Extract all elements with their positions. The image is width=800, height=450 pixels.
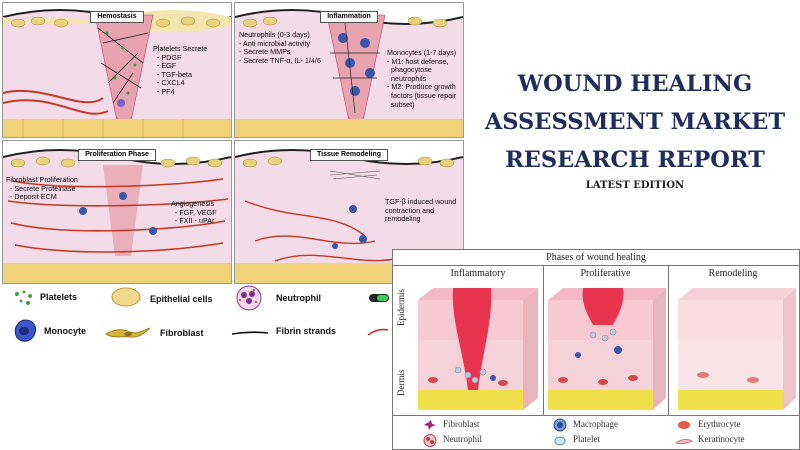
macrophage-legend-icon	[553, 418, 567, 432]
inflammation-text-right: Monocytes (1-7 days) - M1: host defense,…	[387, 48, 457, 109]
phases-figure: Phases of wound healing Inflammatory Pro…	[392, 249, 800, 450]
figure-legend-macrophage: Macrophage	[573, 419, 618, 429]
proliferation-illustration	[3, 141, 231, 283]
remodeling-text: TGF-β induced wound contraction and remo…	[385, 197, 457, 224]
figure-legend-erythrocyte: Erythrocyte	[698, 419, 741, 429]
report-title-line1: WOUND HEALING	[517, 71, 753, 97]
column-remodeling: Remodeling	[708, 268, 758, 279]
neutrophil-icon	[236, 285, 262, 311]
proliferation-text-left: Fibroblast Proliferation - Secrete Prote…	[6, 175, 78, 202]
legend-fibroblast: Fibroblast	[160, 328, 204, 338]
monocyte-icon	[14, 319, 37, 342]
legend-neutrophil: Neutrophil	[276, 293, 321, 303]
inflammation-panel: Inflammation Neutrophils (0-3 days) - An…	[234, 2, 464, 138]
figure-legend-fibroblast: Fibroblast	[443, 419, 480, 429]
report-title-line3: RESEARCH REPORT	[505, 147, 765, 173]
figure-legend-keratinocyte: Keratinocyte	[698, 434, 745, 444]
report-subtitle: LATEST EDITION	[585, 180, 685, 191]
proliferation-panel: Proliferation Phase Fibroblast Prolifera…	[2, 140, 232, 284]
platelets-icon	[15, 290, 32, 305]
remodeling-title: Tissue Remodeling	[309, 149, 389, 161]
side-label-dermis: Dermis	[396, 369, 406, 397]
hemostasis-panel: Hemostasis Platelets Secrete - PDGF - EG…	[2, 2, 232, 138]
fibrin-strand-icon	[231, 331, 269, 335]
column-inflammatory: Inflammatory	[450, 268, 506, 279]
red-fiber-icon	[367, 328, 389, 336]
platelet-legend-icon	[554, 436, 566, 446]
epithelial-cell-icon	[111, 287, 141, 307]
legend-platelets: Platelets	[40, 292, 78, 302]
neutrophil-legend-icon	[423, 434, 437, 447]
figure-legend-neutrophil: Neutrophil	[443, 434, 482, 444]
fibroblast-legend-icon	[424, 420, 436, 430]
proliferation-text-right: Angiogenesis - FGF, VEGF - FXII - uPAr	[171, 199, 217, 226]
legend-epithelial: Epithelial cells	[150, 294, 213, 304]
hemostasis-illustration	[3, 3, 231, 137]
inflammation-text-left: Neutrophils (0-3 days) - Anti microbial …	[239, 30, 321, 65]
column-proliferative: Proliferative	[580, 268, 631, 279]
phases-figure-title: Phases of wound healing	[546, 252, 646, 263]
blood-vessel-icon	[369, 294, 389, 302]
hemostasis-title: Hemostasis	[90, 11, 144, 23]
hemostasis-text: Platelets Secrete - PDGF - EGF - TGF-bet…	[153, 44, 208, 96]
inflammation-title: Inflammation	[320, 11, 378, 23]
erythrocyte-legend-icon	[678, 421, 690, 429]
legend-fibrin: Fibrin strands	[276, 326, 337, 336]
legend-monocyte: Monocyte	[44, 326, 87, 336]
side-label-epidermis: Epidermis	[396, 289, 406, 326]
keratinocyte-legend-icon	[675, 438, 693, 445]
figure-legend-platelet: Platelet	[573, 434, 600, 444]
proliferation-title: Proliferation Phase	[78, 149, 156, 161]
report-title-line2: ASSESSMENT MARKET	[484, 109, 786, 135]
fibroblast-icon	[105, 327, 151, 338]
phases-illustration	[418, 288, 796, 410]
report-title: WOUND HEALING ASSESSMENT MARKET RESEARCH…	[470, 65, 800, 179]
